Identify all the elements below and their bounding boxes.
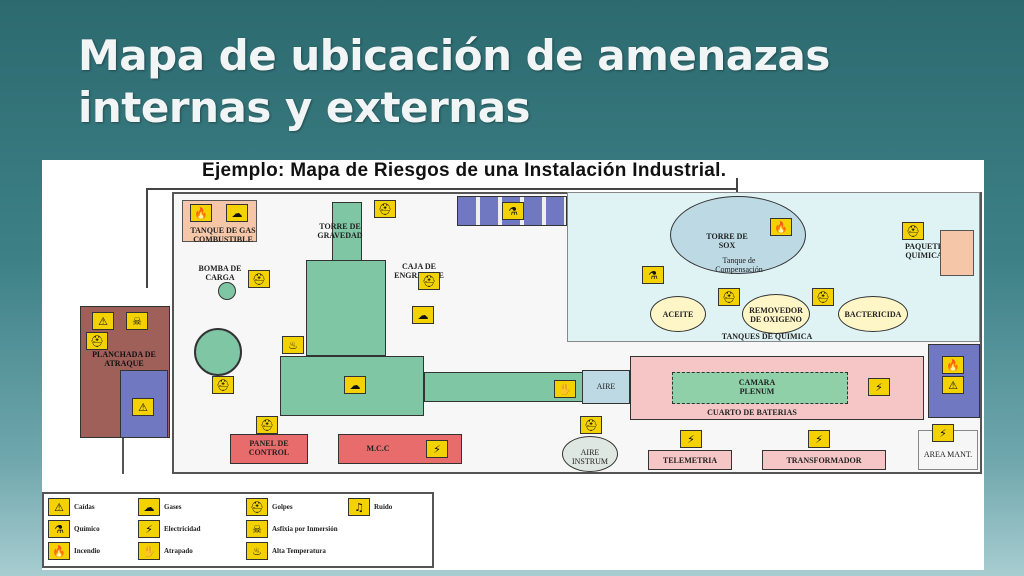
legend-label: Golpes: [272, 503, 293, 511]
figure-title: Ejemplo: Mapa de Riesgos de una Instalac…: [202, 160, 727, 181]
hazard-electricidad-icon: ⚡: [932, 424, 954, 442]
removedor-circle: [742, 294, 810, 334]
slide-title-line-2: internas y externas: [78, 83, 531, 132]
legend-label: Ruido: [374, 503, 393, 511]
legend-label: Electricidad: [164, 525, 201, 533]
atrapado-icon: ✋: [138, 542, 160, 560]
aire-instrum-circle: [562, 436, 618, 472]
legend-label: Atrapado: [164, 547, 193, 555]
legend-item-ruido: ♫ Ruido: [348, 498, 392, 516]
bomba-label: BOMBA DE CARGA: [198, 264, 242, 282]
hazard-incendio-icon: 🔥: [942, 356, 964, 374]
quimico-icon: ⚗: [48, 520, 70, 538]
hazard-golpes-icon: ⛑: [902, 222, 924, 240]
aire-label: AIRE: [596, 382, 616, 391]
risk-map-figure: Ejemplo: Mapa de Riesgos de una Instalac…: [42, 160, 984, 570]
paquete-quimica-circles: [940, 230, 974, 276]
hazard-golpes-icon: ⛑: [212, 376, 234, 394]
hazard-golpes-icon: ⛑: [418, 272, 440, 290]
hazard-quimico-icon: ⚗: [502, 202, 524, 220]
transformador-label: TRANSFORMADOR: [786, 456, 862, 465]
tanque-compensacion-label: Tanque de Compensación: [715, 256, 763, 274]
hazard-atrapado-icon: ✋: [554, 380, 576, 398]
legend-label: Asfixia por Inmersión: [272, 525, 338, 533]
asfixia-icon: ☠: [246, 520, 268, 538]
bactericida-circle: [838, 296, 908, 332]
hazard-electricidad-icon: ⚡: [868, 378, 890, 396]
hazard-golpes-icon: ⛑: [718, 288, 740, 306]
legend-item-alta-temperatura: ♨ Alta Temperatura: [246, 542, 342, 560]
legend-label: Químico: [74, 525, 100, 533]
legend-label: Incendio: [74, 547, 101, 555]
hazard-gases-icon: ☁: [344, 376, 366, 394]
telemetria-box: [648, 450, 732, 470]
tanques-quimica-label: TANQUES DE QUIMICA: [721, 332, 813, 341]
legend-item-electricidad: ⚡ Electricidad: [138, 520, 201, 538]
hazard-incendio-icon: 🔥: [190, 204, 212, 222]
hazard-golpes-icon: ⛑: [812, 288, 834, 306]
alta-temperatura-icon: ♨: [246, 542, 268, 560]
aceite-circle: [650, 296, 706, 332]
legend-item-quimico: ⚗ Químico: [48, 520, 100, 538]
bactericida-label: BACTERICIDA: [844, 310, 902, 319]
legend-item-caidas: ⚠ Caídas: [48, 498, 95, 516]
electricidad-icon: ⚡: [138, 520, 160, 538]
slide-title: Mapa de ubicación de amenazas internas y…: [78, 30, 978, 134]
camara-plenum-inner: [672, 372, 848, 404]
hazard-caidas-icon: ⚠: [942, 376, 964, 394]
legend-item-golpes: ⛑ Golpes: [246, 498, 293, 516]
incendio-icon: 🔥: [48, 542, 70, 560]
legend-label: Gases: [164, 503, 182, 511]
legend-item-asfixia: ☠ Asfixia por Inmersión: [246, 520, 342, 538]
legend-item-atrapado: ✋ Atrapado: [138, 542, 193, 560]
torre-sox-label: TORRE DE SOX: [706, 232, 748, 250]
golpes-icon: ⛑: [246, 498, 268, 516]
mcc-label: M.C.C: [366, 444, 390, 453]
pump-green-wheel: [194, 328, 242, 376]
hazard-golpes-icon: ⛑: [256, 416, 278, 434]
hazard-golpes-icon: ⛑: [374, 200, 396, 218]
paquete-quimica-label: PAQUETE QUIMICA: [904, 242, 944, 260]
camara-plenum-label: CAMARA PLENUM: [738, 378, 776, 396]
hazard-caidas-icon: ⚠: [132, 398, 154, 416]
panel-control-label: PANEL DE CONTROL: [248, 439, 290, 457]
aceite-label: ACEITE: [662, 310, 694, 319]
hazard-electricidad-icon: ⚡: [426, 440, 448, 458]
telemetria-label: TELEMETRIA: [662, 456, 718, 465]
pipe-line-left: [146, 188, 148, 288]
panel-control-box: [230, 434, 308, 464]
hazard-electricidad-icon: ⚡: [680, 430, 702, 448]
caidas-icon: ⚠: [48, 498, 70, 516]
hazard-gases-icon: ☁: [226, 204, 248, 222]
transformador-box: [762, 450, 886, 470]
cuarto-baterias-label: CUARTO DE BATERIAS: [707, 408, 797, 417]
pipe-line-top: [146, 188, 736, 190]
hazard-golpes-icon: ⛑: [86, 332, 108, 350]
removedor-label: REMOVEDOR DE OXIGENO: [749, 306, 803, 324]
legend-item-gases: ☁ Gases: [138, 498, 182, 516]
hazard-caidas-icon: ⚠: [92, 312, 114, 330]
legend-item-incendio: 🔥 Incendio: [48, 542, 100, 560]
hazard-golpes-icon: ⛑: [248, 270, 270, 288]
torre-gravedad-label: TORRE DE GRAVEDAD: [317, 222, 363, 240]
hazard-electricidad-icon: ⚡: [808, 430, 830, 448]
legend-label: Caídas: [74, 503, 95, 511]
hazard-incendio-icon: 🔥: [770, 218, 792, 236]
area-mant-label: AREA MANT.: [923, 450, 973, 459]
tanque-gas-label: TANQUE DE GAS COMBUSTIBLE: [190, 226, 256, 244]
aire-instrum-label: AIRE INSTRUM: [571, 448, 608, 466]
hazard-asfixia-icon: ☠: [126, 312, 148, 330]
legend-label: Alta Temperatura: [272, 547, 326, 555]
slide-title-line-1: Mapa de ubicación de amenazas: [78, 31, 830, 80]
hazard-alta-temperatura-icon: ♨: [282, 336, 304, 354]
hazard-gases-icon: ☁: [412, 306, 434, 324]
aire-box: [582, 370, 630, 404]
hazard-quimico-icon: ⚗: [642, 266, 664, 284]
gases-icon: ☁: [138, 498, 160, 516]
bomba-circle: [218, 282, 236, 300]
process-tower: [306, 260, 386, 356]
hazard-golpes-icon: ⛑: [580, 416, 602, 434]
ruido-icon: ♫: [348, 498, 370, 516]
planchada-label: PLANCHADA DE ATRAQUE: [92, 350, 156, 368]
